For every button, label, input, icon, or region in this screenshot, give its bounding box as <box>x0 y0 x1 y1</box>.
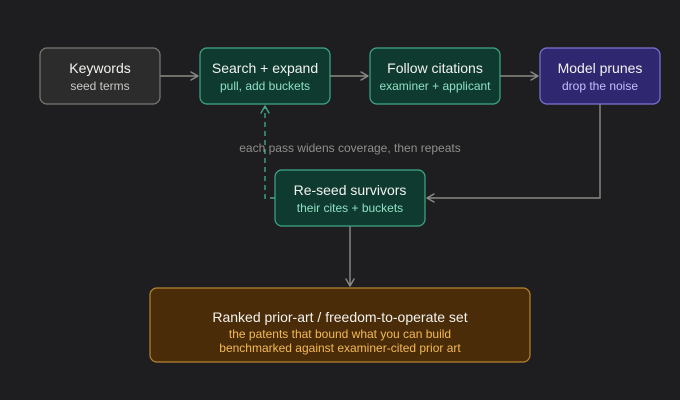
node-keywords: Keywords seed terms <box>39 47 161 105</box>
node-ranked-subtitle-line2: benchmarked against examiner-cited prior… <box>219 341 461 355</box>
loop-label: each pass widens coverage, then repeats <box>239 141 460 155</box>
node-keywords-title: Keywords <box>69 60 130 76</box>
node-ranked-set: Ranked prior-art / freedom-to-operate se… <box>149 287 531 363</box>
node-keywords-subtitle: seed terms <box>70 79 129 93</box>
node-reseed-survivors: Re-seed survivors their cites + buckets <box>274 169 426 227</box>
node-follow-citations: Follow citations examiner + applicant <box>369 47 501 105</box>
node-prune-subtitle: drop the noise <box>562 79 638 93</box>
node-citations-subtitle: examiner + applicant <box>379 79 491 93</box>
dashed-loop-arrow-reseed-to-search <box>260 105 275 199</box>
node-ranked-title: Ranked prior-art / freedom-to-operate se… <box>212 309 467 325</box>
node-reseed-subtitle: their cites + buckets <box>297 201 403 215</box>
node-search-subtitle: pull, add buckets <box>220 79 310 93</box>
node-reseed-title: Re-seed survivors <box>294 182 407 198</box>
node-model-prunes: Model prunes drop the noise <box>539 47 661 105</box>
node-prune-title: Model prunes <box>558 60 643 76</box>
node-search-expand: Search + expand pull, add buckets <box>199 47 331 105</box>
arrow-prune-to-reseed <box>426 104 601 203</box>
node-citations-title: Follow citations <box>387 60 483 76</box>
node-ranked-subtitle-line1: the patents that bound what you can buil… <box>229 327 451 341</box>
node-search-title: Search + expand <box>212 60 318 76</box>
